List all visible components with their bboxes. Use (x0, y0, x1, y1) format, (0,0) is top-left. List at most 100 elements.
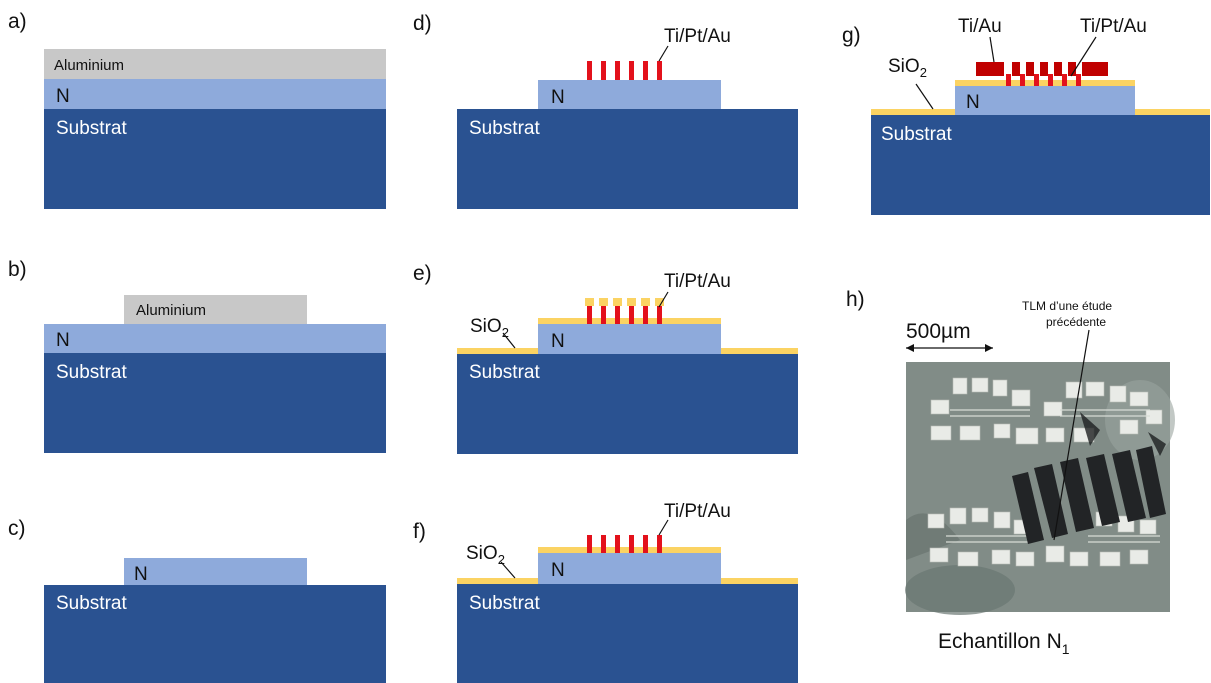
panel-f: f) Ti/Pt/Au SiO2 N Substrat (413, 501, 798, 683)
contact-finger (1048, 74, 1053, 86)
panel-a-letter: a) (8, 10, 27, 33)
contact-finger (587, 306, 592, 324)
panel-f-letter: f) (413, 520, 426, 543)
panel-g-metal2-label: Ti/Au (958, 16, 1002, 37)
panel-h: h) 500µm TLM d’une étude précédente (846, 288, 1175, 657)
contact-finger (629, 535, 634, 553)
panel-c-substrate (44, 585, 386, 683)
panel-g-metal2-leader (989, 36, 995, 63)
panel-d-letter: d) (413, 12, 432, 35)
panel-e-substrate (457, 354, 798, 454)
panel-f-sio2-leader (500, 561, 516, 579)
panel-d-metal-label: Ti/Pt/Au (664, 26, 731, 47)
contact-finger (615, 61, 620, 80)
panel-f-metal-label: Ti/Pt/Au (664, 501, 731, 522)
contact-finger (601, 306, 606, 324)
panel-d-substrate-label: Substrat (469, 118, 540, 139)
sio2-cap (585, 298, 594, 306)
panel-d-metal-leader (658, 45, 669, 62)
panel-d-substrate (457, 109, 798, 209)
panel-d-n-label: N (551, 87, 565, 108)
panel-b: b) Aluminium N Substrat (8, 258, 386, 453)
sio2-cap (599, 298, 608, 306)
panel-e-sio2-leader (502, 332, 516, 349)
contact-finger (629, 306, 634, 324)
panel-d-n-mesa (538, 80, 721, 109)
ti-au-pad (1040, 62, 1048, 76)
panel-f-sio2-label: SiO2 (466, 543, 505, 567)
panel-b-n-layer (44, 324, 386, 353)
panel-g-n-label: N (966, 92, 980, 113)
scale-bar (906, 344, 993, 352)
ti-au-pad (1012, 62, 1020, 76)
panel-g-substrate-label: Substrat (881, 124, 952, 145)
panel-e-metal-leader (658, 291, 669, 308)
panel-a-n-label: N (56, 86, 70, 107)
panel-b-substrate-label: Substrat (56, 362, 127, 383)
panel-g-ti-au-pads (976, 62, 1108, 76)
panel-f-metal-leader (658, 519, 669, 536)
panel-b-aluminium-label: Aluminium (136, 302, 206, 319)
panel-g-sio2-top (955, 80, 1135, 86)
panel-g-metal-label: Ti/Pt/Au (1080, 16, 1147, 37)
panel-f-n-mesa (538, 553, 721, 584)
sio2-cap (655, 298, 664, 306)
contact-finger (1062, 74, 1067, 86)
tlm-annotation-line1: TLM d’une étude (1022, 299, 1112, 313)
contact-finger (1076, 74, 1081, 86)
sample-micrograph (905, 362, 1175, 615)
panel-d: d) Ti/Pt/Au N Substrat (413, 12, 798, 209)
contact-finger (601, 61, 606, 80)
panel-e-ti-pt-au-contacts (585, 298, 664, 324)
panel-f-ti-pt-au-contacts (587, 535, 662, 553)
tlm-bars (1012, 446, 1166, 544)
panel-e-sio2-label: SiO2 (470, 316, 509, 340)
panel-c-n-label: N (134, 564, 148, 585)
panel-b-aluminium-mask (124, 295, 307, 324)
contact-finger (1006, 74, 1011, 86)
panel-a: a) Aluminium N Substrat (8, 10, 386, 209)
panel-b-n-label: N (56, 330, 70, 351)
contact-finger (643, 306, 648, 324)
contact-finger (587, 61, 592, 80)
contact-finger (643, 61, 648, 80)
contact-finger (643, 535, 648, 553)
panel-a-substrate (44, 109, 386, 209)
panel-a-aluminium-layer (44, 49, 386, 79)
panel-g-ti-pt-au-fingers (1006, 74, 1081, 86)
panel-c: c) N Substrat (8, 517, 386, 683)
panel-g-metal-leader (1070, 36, 1097, 77)
panel-g: g) Ti/Au Ti/Pt/Au SiO2 N Substrat (842, 16, 1210, 215)
panel-g-substrate (871, 115, 1210, 215)
contact-finger (657, 61, 662, 80)
contact-finger (1034, 74, 1039, 86)
contact-finger (615, 306, 620, 324)
contact-finger (587, 535, 592, 553)
ti-au-pad (1082, 62, 1108, 76)
panel-e-substrate-label: Substrat (469, 362, 540, 383)
panel-e-n-label: N (551, 331, 565, 352)
panel-f-substrate (457, 584, 798, 683)
panel-f-substrate-label: Substrat (469, 593, 540, 614)
panel-h-letter: h) (846, 288, 865, 311)
panel-c-letter: c) (8, 517, 26, 540)
ti-au-pad (976, 62, 1004, 76)
panel-g-sio2-label: SiO2 (888, 56, 927, 80)
contact-finger (1020, 74, 1025, 86)
panel-a-n-layer (44, 79, 386, 109)
panel-a-substrate-label: Substrat (56, 118, 127, 139)
panel-c-n-mesa (124, 558, 307, 585)
panel-c-substrate-label: Substrat (56, 593, 127, 614)
ti-au-pad (1026, 62, 1034, 76)
panel-e-n-mesa (538, 324, 721, 354)
panel-e-metal-label: Ti/Pt/Au (664, 271, 731, 292)
contact-finger (657, 306, 662, 324)
tlm-annotation-leader (1053, 329, 1090, 541)
sio2-cap (641, 298, 650, 306)
panel-a-aluminium-label: Aluminium (54, 57, 124, 74)
panel-e-letter: e) (413, 262, 432, 285)
panel-g-letter: g) (842, 24, 861, 47)
panel-b-letter: b) (8, 258, 27, 281)
panel-e: e) Ti/Pt/Au SiO2 N Substrat (413, 262, 798, 454)
